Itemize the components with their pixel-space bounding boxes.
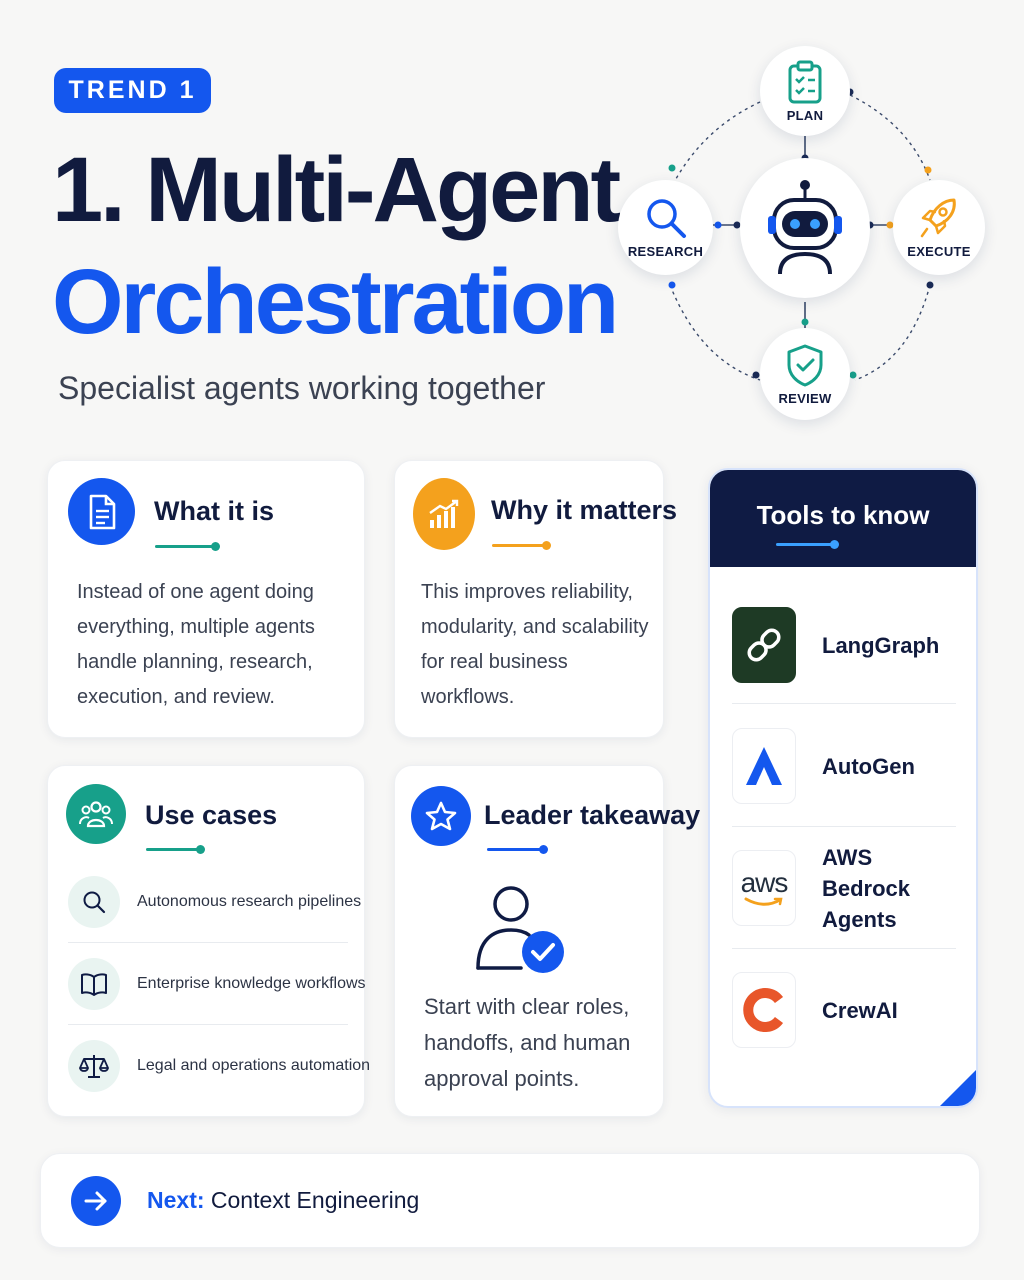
autogen-logo <box>732 728 796 804</box>
trend-badge: TREND 1 <box>54 68 211 113</box>
tools-header: Tools to know <box>710 470 976 567</box>
why-it-matters-body: This improves reliability, modularity, a… <box>421 581 649 708</box>
what-it-is-title: What it is <box>154 496 274 526</box>
book-icon <box>68 958 120 1010</box>
what-it-is-body: Instead of one agent doing everything, m… <box>77 581 315 708</box>
tools-title: Tools to know <box>756 500 930 530</box>
page-subtitle: Specialist agents working together <box>58 370 546 406</box>
list-item: Autonomous research pipelines <box>68 872 361 932</box>
next-footer[interactable]: Next: Context Engineering <box>40 1153 980 1248</box>
central-orchestrator-node <box>740 158 870 298</box>
tool-name: LangGraph <box>822 632 940 658</box>
use-case-label: Autonomous research pipelines <box>137 893 362 910</box>
search-icon <box>646 199 686 238</box>
tools-panel: Tools to know LangGraph AutoGen aws <box>708 468 978 1108</box>
growth-chart-icon <box>413 478 475 550</box>
tool-item-crewai: CrewAI <box>732 970 956 1050</box>
plan-label: PLAN <box>786 107 824 123</box>
research-node: RESEARCH <box>618 180 713 275</box>
why-it-matters-title: Why it matters <box>491 495 678 525</box>
leader-takeaway-card: Leader takeaway Start with clear roles, … <box>394 765 700 1117</box>
list-item: Enterprise knowledge workflows <box>68 954 366 1014</box>
next-link[interactable]: Next: Context Engineering <box>147 1187 419 1214</box>
tool-item-aws-bedrock: aws AWS Bedrock Agents <box>732 845 956 932</box>
research-label: RESEARCH <box>627 244 704 259</box>
use-cases-title: Use cases <box>145 800 278 830</box>
robot-icon <box>768 180 842 275</box>
divider <box>68 942 348 943</box>
diagram-connectors <box>668 88 934 381</box>
next-label: Next: <box>147 1187 205 1213</box>
next-arrow-button[interactable] <box>71 1176 121 1226</box>
divider <box>68 1024 348 1025</box>
execute-label: EXECUTE <box>907 244 971 259</box>
title-underline <box>146 845 205 854</box>
list-item: Legal and operations automation <box>68 1036 370 1096</box>
title-underline <box>492 541 551 550</box>
corner-accent <box>940 1070 976 1106</box>
page-title-line2: Orchestration <box>52 251 619 353</box>
divider <box>732 703 956 704</box>
what-it-is-card: What it is Instead of one agent doing ev… <box>47 460 365 738</box>
use-case-label: Legal and operations automation <box>137 1057 371 1074</box>
divider <box>732 826 956 827</box>
aws-logo: aws <box>732 850 796 926</box>
user-check-icon <box>473 878 569 979</box>
leader-takeaway-title: Leader takeaway <box>484 800 701 830</box>
use-cases-card: Use cases Autonomous research pipelines … <box>47 765 370 1117</box>
search-icon <box>68 876 120 928</box>
rocket-icon <box>920 198 956 238</box>
review-label: REVIEW <box>778 390 832 406</box>
clipboard-icon <box>788 60 822 103</box>
plan-node: PLAN <box>760 46 850 136</box>
orchestration-diagram: PLAN RESEARCH EXECUTE REVIEW <box>610 40 990 430</box>
title-underline <box>487 845 548 854</box>
leader-takeaway-body: Start with clear roles, handoffs, and hu… <box>424 994 631 1091</box>
document-icon <box>68 478 135 545</box>
crewai-logo <box>732 972 796 1048</box>
tool-name: AWS Bedrock Agents <box>822 844 911 932</box>
divider <box>732 948 956 949</box>
shield-check-icon <box>787 344 823 386</box>
tool-name: CrewAI <box>822 997 898 1023</box>
langgraph-logo <box>732 607 796 683</box>
star-icon <box>411 786 471 846</box>
page-title-line1: 1. Multi-Agent <box>52 139 621 241</box>
use-case-label: Enterprise knowledge workflows <box>137 975 366 992</box>
review-node: REVIEW <box>760 328 850 420</box>
tool-name: AutoGen <box>822 753 915 779</box>
team-icon <box>66 784 126 844</box>
title-underline <box>155 542 220 551</box>
tool-item-autogen: AutoGen <box>732 726 956 806</box>
title-underline <box>776 540 839 549</box>
scales-icon <box>68 1040 120 1092</box>
arrow-right-icon <box>84 1191 107 1211</box>
why-it-matters-card: Why it matters This improves reliability… <box>394 460 677 738</box>
execute-node: EXECUTE <box>893 180 985 275</box>
next-topic: Context Engineering <box>210 1187 420 1213</box>
tool-item-langgraph: LangGraph <box>732 605 956 685</box>
